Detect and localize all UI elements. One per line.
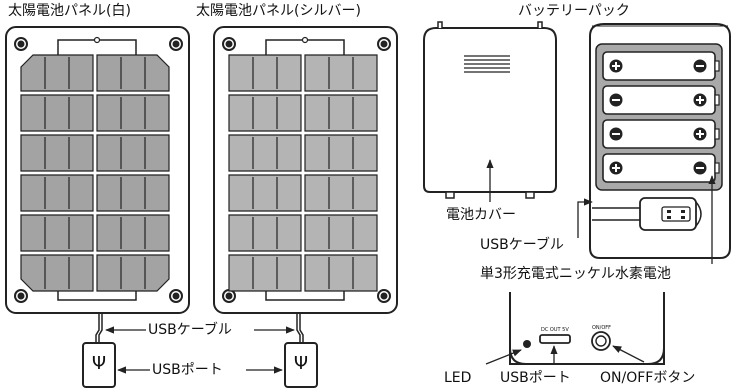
solar-cell [96, 54, 170, 92]
solar-cell [20, 94, 94, 132]
label-led: LED [444, 370, 472, 386]
solar-cells-silver [228, 54, 378, 292]
solar-cell [228, 214, 302, 252]
usb-connector-left: Ψ [82, 342, 116, 388]
screw-icon [14, 37, 183, 303]
battery-cells [602, 51, 720, 183]
solar-cell [20, 134, 94, 172]
solar-cell [304, 254, 378, 292]
battery-pack-bottom-view [485, 292, 665, 365]
solar-panel-silver [213, 26, 398, 314]
grip-lines [464, 55, 510, 73]
callout-arrows-bottom [105, 326, 295, 374]
solar-cell [228, 254, 302, 292]
led-indicator [523, 340, 531, 348]
solar-cell [20, 54, 94, 92]
usb-icon: Ψ [293, 353, 309, 374]
solar-cell [304, 94, 378, 132]
battery-pack-body [577, 23, 731, 264]
solar-cell [20, 254, 94, 292]
solar-cell [228, 54, 302, 92]
usb-icon: Ψ [91, 353, 107, 374]
label-usb-cable-bottom: USBケーブル [148, 322, 232, 338]
solar-cell [96, 254, 170, 292]
solar-cell [304, 54, 378, 92]
solar-cell [304, 174, 378, 212]
label-panel-silver: 太陽電池パネル(シルバー) [196, 3, 361, 19]
label-dc-out: DC OUT 5V [541, 327, 569, 333]
label-battery-type: 単3形充電式ニッケル水素電池 [480, 266, 671, 282]
usb-port [539, 334, 571, 344]
usb-cable-left [95, 313, 103, 344]
solar-panel-white [5, 26, 190, 314]
usb-cable-right [296, 313, 304, 344]
solar-cell [20, 174, 94, 212]
label-battery-cover: 電池カバー [446, 207, 516, 223]
usb-cable-stub [592, 197, 702, 231]
solar-cell [20, 214, 94, 252]
solar-cell [228, 94, 302, 132]
solar-cell [228, 174, 302, 212]
label-onoff-button: ON/OFFボタン [600, 370, 696, 386]
solar-cell [96, 134, 170, 172]
solar-cell [96, 174, 170, 212]
solar-cell [304, 134, 378, 172]
solar-cell [96, 94, 170, 132]
usb-connector-right: Ψ [284, 342, 318, 388]
label-usb-port-pack: USBポート [500, 370, 571, 386]
label-usb-port-bottom: USBポート [152, 362, 223, 378]
solar-cell [228, 134, 302, 172]
solar-cells-white [20, 54, 170, 292]
label-panel-white: 太陽電池パネル(白) [8, 3, 131, 19]
label-usb-cable-pack: USBケーブル [480, 237, 564, 253]
label-on-off-small: ON/OFF [592, 325, 612, 331]
label-battery-pack: バッテリーパック [518, 3, 630, 19]
battery-cover [423, 21, 557, 202]
solar-cell [304, 214, 378, 252]
solar-cell [96, 214, 170, 252]
